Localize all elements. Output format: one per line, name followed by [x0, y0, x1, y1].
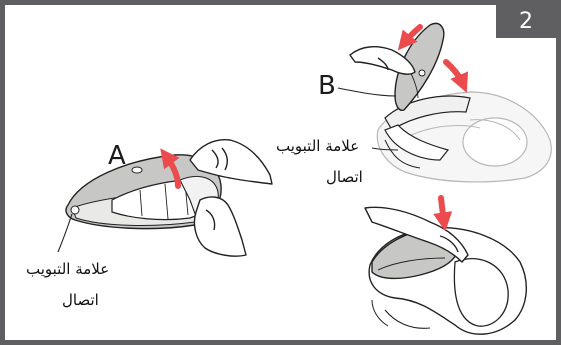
leader-line-a: [58, 214, 72, 252]
connection-label-a: اتصال: [62, 293, 99, 308]
connection-label-b: اتصال: [326, 170, 363, 185]
press-arrow-c: [441, 198, 444, 222]
leader-line-b: [338, 88, 396, 96]
step-number-badge: 2: [496, 5, 556, 38]
callout-b: B: [318, 73, 336, 99]
callout-a: A: [108, 143, 126, 169]
tab-label-b: علامة التبويب: [276, 139, 359, 154]
tab-label-a: علامة التبويب: [26, 262, 109, 277]
hand-b: [350, 47, 415, 74]
hand-a-bottom: [194, 197, 246, 256]
swing-arrow-b: [446, 62, 463, 84]
